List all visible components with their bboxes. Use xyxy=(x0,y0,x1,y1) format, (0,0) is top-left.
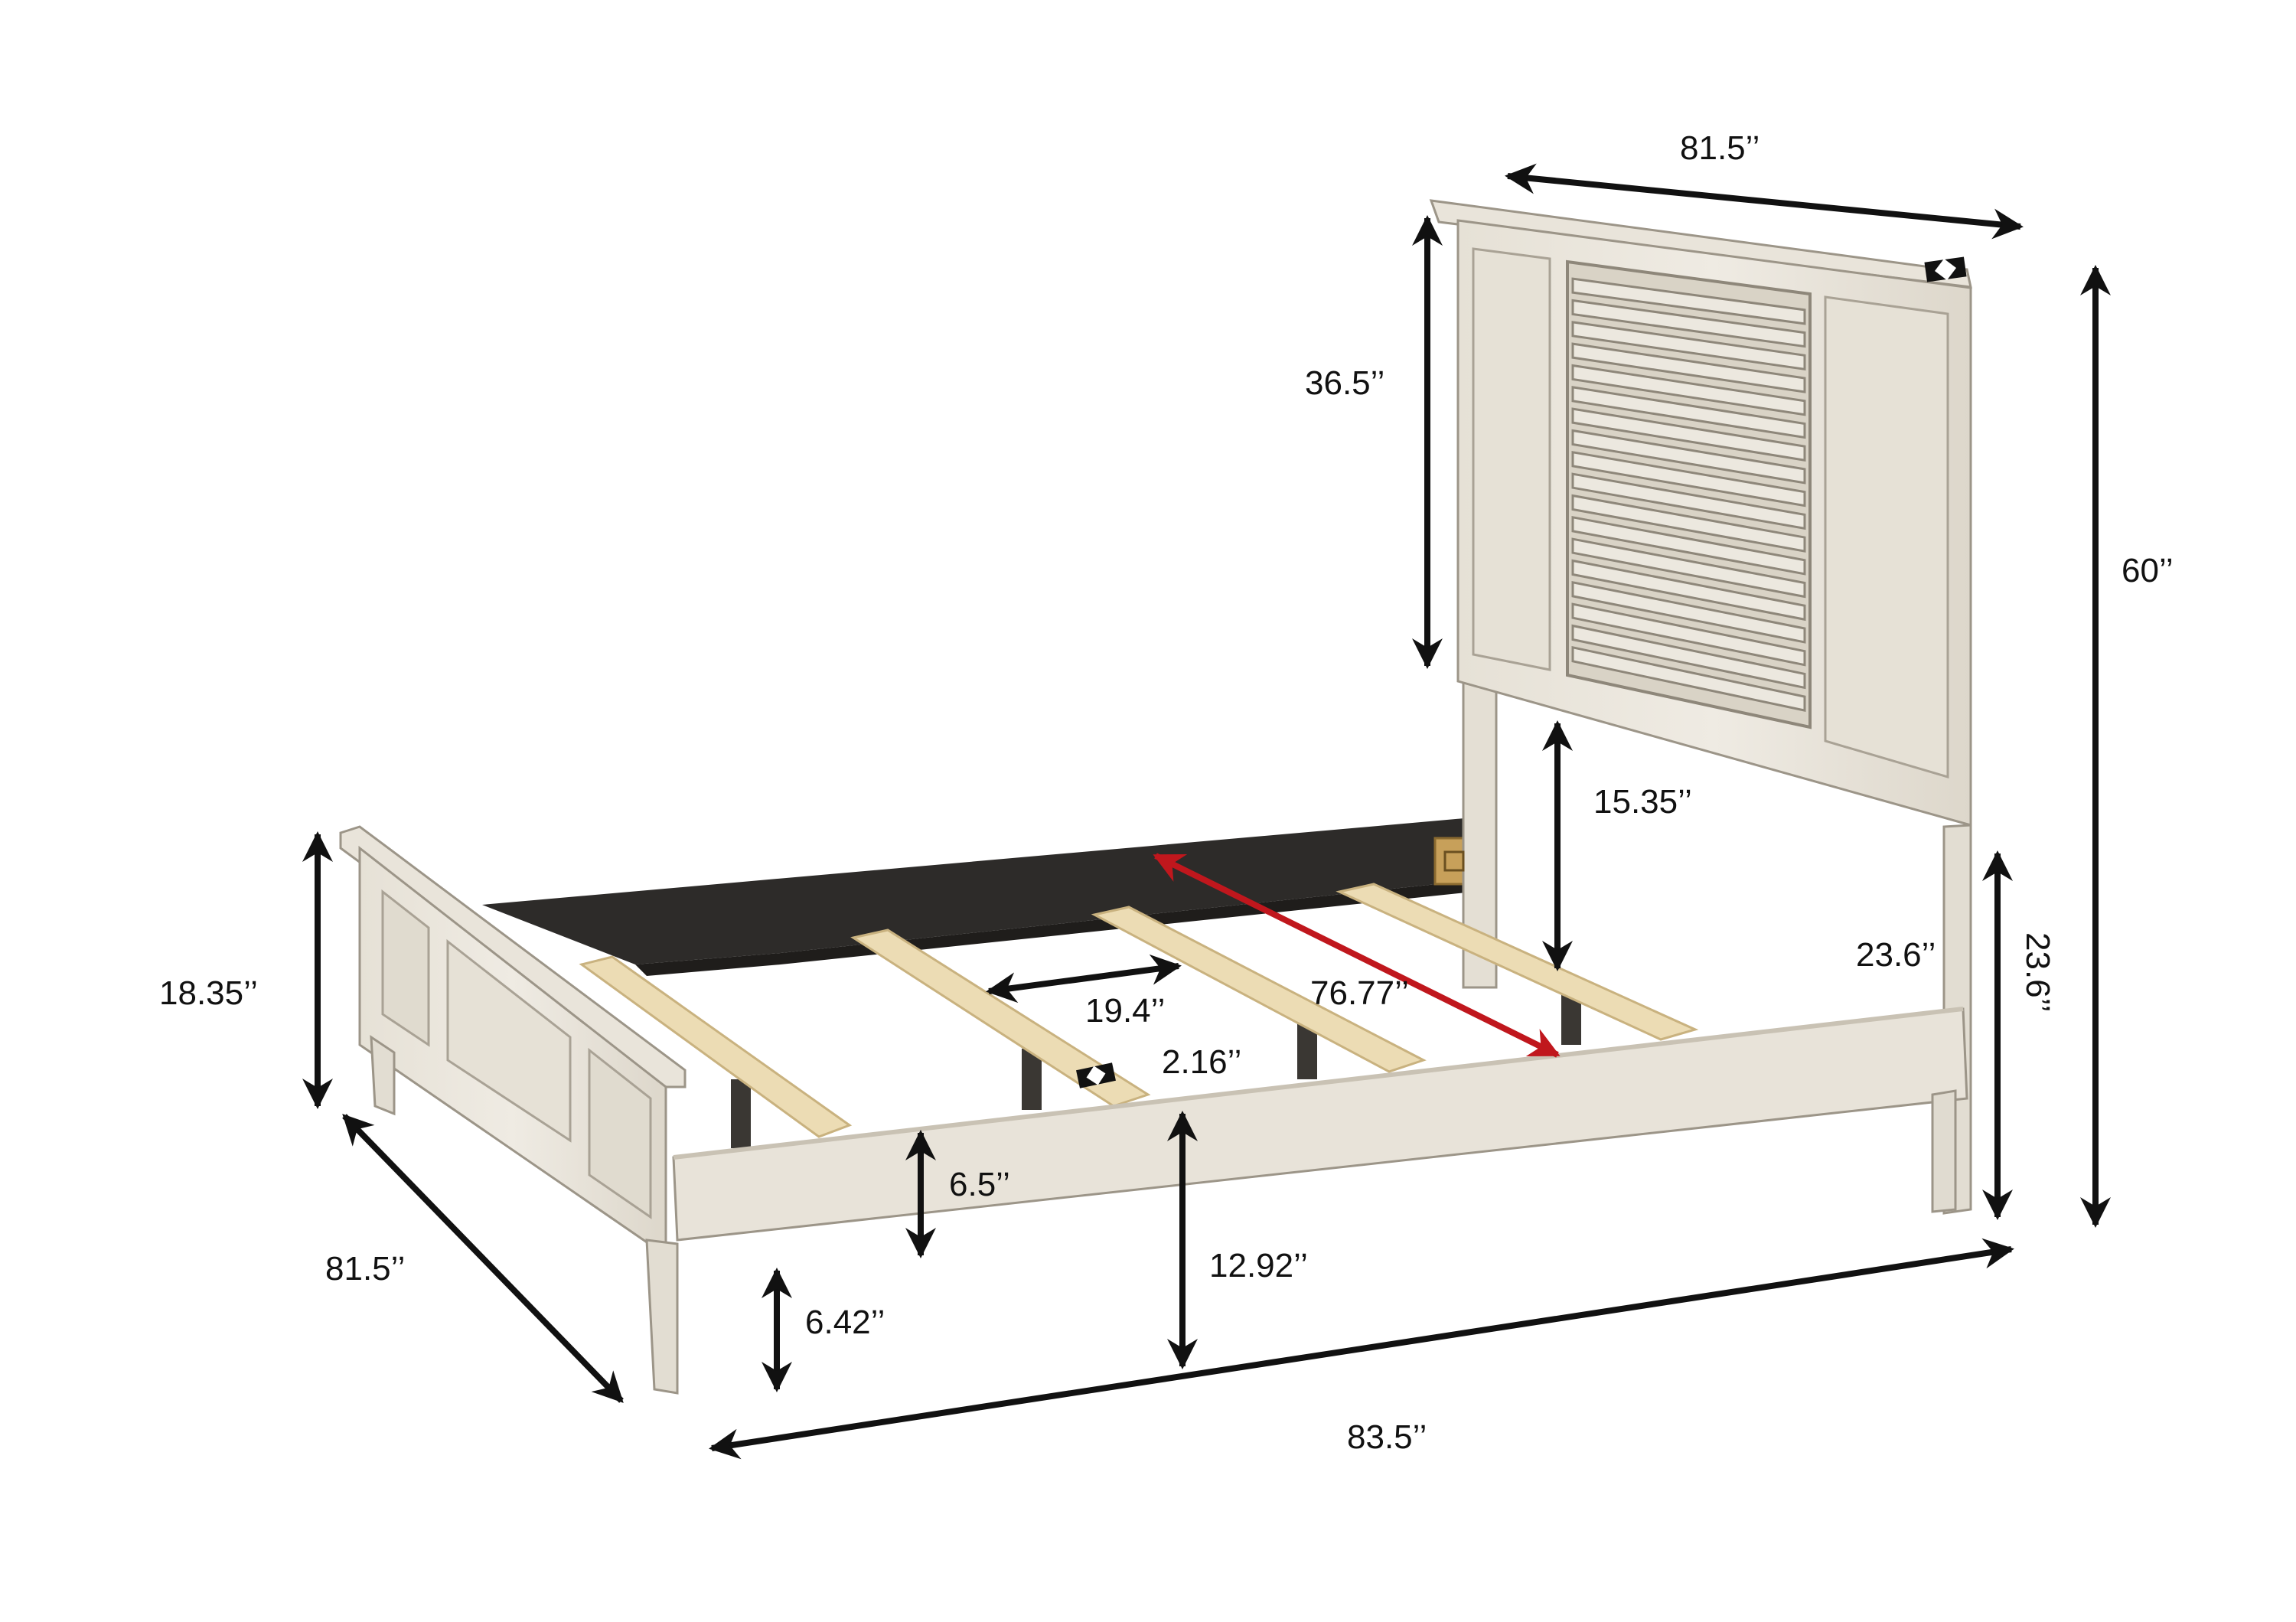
label-overall-length: 83.5’’ xyxy=(1347,1418,1427,1456)
label-headboard-post-height: 23.6’’ xyxy=(1856,936,1936,974)
label-slat-thickness: 2.16’’ xyxy=(1162,1043,1241,1081)
label-floor-to-rail: 6.42’’ xyxy=(805,1304,885,1341)
louver-slat xyxy=(1571,321,1806,371)
louver-slat xyxy=(1571,407,1806,462)
louver-slat xyxy=(1571,581,1806,644)
label-footboard-height: 18.35’’ xyxy=(159,974,258,1012)
arrow-slat-spacing xyxy=(986,954,1182,1004)
center-leg-1 xyxy=(731,1079,751,1148)
louver-slats xyxy=(1571,277,1806,712)
front-rail-leg xyxy=(1931,1089,1957,1213)
louver-slat xyxy=(1571,602,1806,667)
louver-slat xyxy=(1571,451,1806,507)
slat-2 xyxy=(850,928,1151,1108)
headboard-right-inset xyxy=(1824,295,1949,779)
louver-slat xyxy=(1571,429,1806,485)
dimension-arrows xyxy=(302,163,2111,1460)
label-headboard-width: 81.5’’ xyxy=(1680,129,1760,167)
back-side-rail xyxy=(482,818,1473,964)
arrow-inner-length xyxy=(1153,853,1561,1058)
footboard-right-leg xyxy=(645,1239,679,1395)
headboard-depth-marker-icon xyxy=(1924,256,1967,282)
louver-slat xyxy=(1571,559,1806,622)
bracket-marker-icon xyxy=(1443,850,1465,872)
louver-slat xyxy=(1571,537,1806,599)
arrow-overall-length xyxy=(709,1238,2014,1460)
label-footboard-width: 81.5’’ xyxy=(325,1250,405,1287)
slat-4 xyxy=(1336,883,1699,1041)
footboard-inset-1 xyxy=(381,889,430,1047)
label-floor-to-slat: 12.92’’ xyxy=(1209,1247,1308,1284)
louver-slat xyxy=(1571,624,1806,690)
label-headboard-post-height-rotated: 23.6’’ xyxy=(2019,932,2056,1012)
front-rail-top-edge xyxy=(673,1007,1964,1160)
center-support-marker-icon xyxy=(1076,1062,1116,1088)
louver-slat xyxy=(1571,386,1806,439)
label-headboard-panel-height: 36.5’’ xyxy=(1305,364,1384,402)
label-headboard-leg-clearance: 15.35’’ xyxy=(1593,783,1692,821)
label-side-rail-height: 6.5’’ xyxy=(949,1166,1010,1203)
label-slat-spacing: 19.4’’ xyxy=(1085,992,1165,1030)
louver-slat xyxy=(1571,342,1806,393)
bed xyxy=(339,199,1972,1395)
louver-slat xyxy=(1571,645,1806,712)
louver-slat xyxy=(1571,299,1806,348)
slat-1 xyxy=(579,955,853,1138)
louver-slat xyxy=(1571,364,1806,416)
front-side-rail xyxy=(672,1007,1968,1242)
arrow-footboard-width xyxy=(342,1114,624,1403)
center-leg-2 xyxy=(1022,1049,1042,1110)
label-overall-height: 60’’ xyxy=(2122,552,2174,589)
footboard-cap xyxy=(339,825,687,1088)
louver-slat xyxy=(1571,277,1806,325)
headboard xyxy=(1429,199,1972,827)
label-inner-length: 76.77’’ xyxy=(1310,974,1409,1012)
footboard-left-leg xyxy=(370,1035,396,1116)
arrow-headboard-width xyxy=(1505,163,2024,240)
headboard-left-inset xyxy=(1472,247,1551,671)
louver-slat xyxy=(1571,516,1806,576)
louver-slat xyxy=(1571,472,1806,530)
louver-slat xyxy=(1571,494,1806,553)
dimension-labels: 81.5’’ 36.5’’ 60’’ 15.35’’ 23.6’’ 23.6’’… xyxy=(159,129,2174,1456)
